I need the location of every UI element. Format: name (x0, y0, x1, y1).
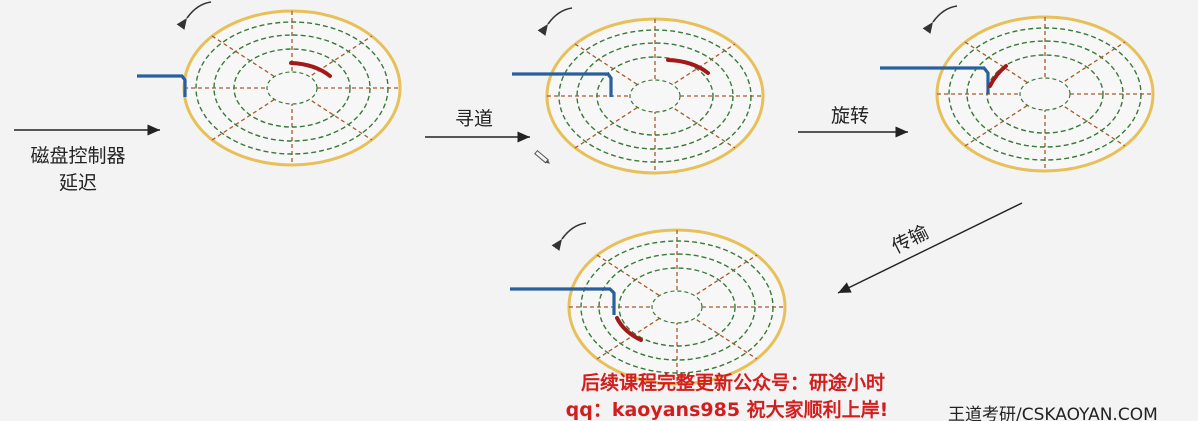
watermark-line2: qq：kaoyans985 祝大家顺利上岸! (566, 398, 889, 421)
controller-delay-label-line1: 磁盘控制器 (30, 145, 125, 167)
target-data-block (666, 58, 710, 75)
platter-4-after-transfer (510, 223, 787, 386)
rotate-label: 旋转 (831, 105, 869, 127)
watermark-brand: 王道考研/CSKAOYAN.COM (948, 405, 1158, 421)
read-write-arm (880, 66, 990, 94)
rotation-arrow-icon (933, 6, 957, 22)
platter-3-after-rotation (880, 6, 1155, 173)
watermark-line1: 后续课程完整更新公众号：研途小时 (581, 371, 885, 394)
rotation-arrow-icon (187, 2, 211, 18)
transfer-label: 传输 (888, 221, 932, 258)
read-write-arm (137, 74, 187, 97)
seek-label: 寻道 (455, 108, 493, 130)
read-write-arm (512, 72, 613, 97)
platter-2-after-seek (512, 8, 765, 175)
target-data-block (289, 61, 332, 78)
rotation-arrow-icon (562, 223, 586, 239)
read-write-arm (510, 287, 616, 315)
platter-1-idle (137, 2, 402, 167)
pencil-icon (534, 149, 550, 164)
controller-delay-label-line2: 延迟 (59, 172, 97, 194)
transfer-arrow (837, 202, 1023, 294)
target-data-block (615, 316, 643, 342)
target-data-block (988, 64, 1008, 88)
rotation-arrow-icon (548, 8, 572, 24)
